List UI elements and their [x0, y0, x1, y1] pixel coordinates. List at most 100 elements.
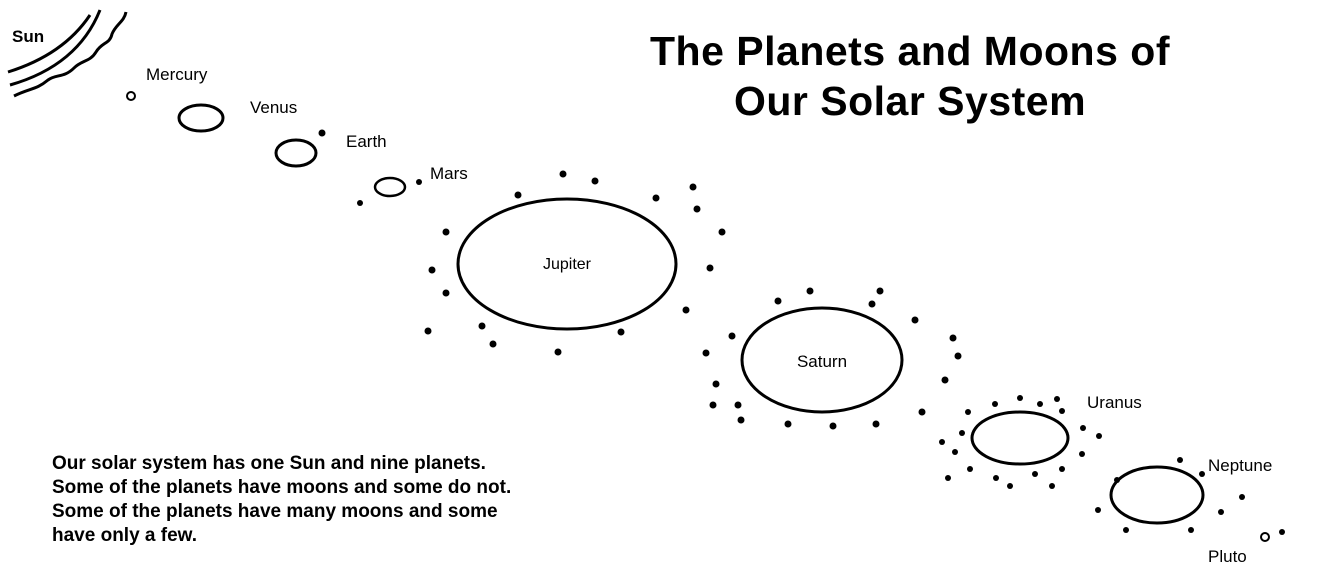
neptune-label: Neptune [1208, 456, 1272, 475]
saturn-moon [868, 300, 876, 308]
saturn-moon [702, 349, 710, 357]
saturn-planet [740, 306, 904, 414]
saturn-moon [712, 380, 720, 388]
mercury-label: Mercury [146, 65, 208, 84]
neptune-planet [1109, 465, 1205, 525]
jupiter-moon [478, 322, 486, 330]
jupiter-moon [617, 328, 625, 336]
neptune-moons [1095, 457, 1245, 533]
neptune-moon [1095, 507, 1101, 513]
saturn-moon [918, 408, 926, 416]
saturn-moon [774, 297, 782, 305]
jupiter-moon [428, 266, 436, 274]
uranus-moon [1080, 425, 1086, 431]
mars-planet [373, 176, 407, 198]
jupiter-moon [689, 183, 697, 191]
uranus-planet [970, 410, 1070, 466]
saturn-moon [806, 287, 814, 295]
jupiter-moon [682, 306, 690, 314]
neptune-moon [1114, 477, 1120, 483]
saturn-moon [911, 316, 919, 324]
neptune-moon [1123, 527, 1129, 533]
sun-label: Sun [12, 27, 44, 46]
venus-label: Venus [250, 98, 297, 117]
saturn-moon [709, 401, 717, 409]
saturn-label: Saturn [797, 352, 847, 371]
mercury-planet [126, 91, 136, 101]
mars-moon [416, 179, 422, 185]
saturn-moon [872, 420, 880, 428]
uranus-moon [1037, 401, 1043, 407]
uranus-moon [1059, 408, 1065, 414]
title-line-1: The Planets and Moons of [650, 28, 1170, 74]
uranus-moon [992, 401, 998, 407]
saturn-moon [954, 352, 962, 360]
mars-label: Mars [430, 164, 468, 183]
caption-line: Some of the planets have many moons and … [52, 501, 498, 522]
caption-line: have only a few. [52, 525, 198, 546]
jupiter-moon [514, 191, 522, 199]
jupiter-label: Jupiter [543, 256, 592, 273]
jupiter-moon [693, 205, 701, 213]
caption-text: Our solar system has one Sun and nine pl… [52, 452, 772, 548]
neptune-moon [1239, 494, 1245, 500]
neptune-moon [1188, 527, 1194, 533]
saturn-moon [829, 422, 837, 430]
earth-label: Earth [346, 132, 387, 151]
uranus-moon [993, 475, 999, 481]
jupiter-moon [554, 348, 562, 356]
saturn-moon [876, 287, 884, 295]
uranus-moon [1059, 466, 1065, 472]
neptune-moon [1218, 509, 1224, 515]
uranus-moon [1096, 433, 1102, 439]
uranus-moon [1032, 471, 1038, 477]
caption-line: Some of the planets have moons and some … [52, 477, 512, 498]
jupiter-planet [456, 197, 678, 331]
jupiter-moon [652, 194, 660, 202]
uranus-moon [952, 449, 958, 455]
uranus-moon [1054, 396, 1060, 402]
neptune-moon [1177, 457, 1183, 463]
jupiter-moon [718, 228, 726, 236]
earth-moon [318, 129, 326, 137]
mars-moon [357, 200, 363, 206]
uranus-moon [1079, 451, 1085, 457]
uranus-moon [945, 475, 951, 481]
caption-line: Our solar system has one Sun and nine pl… [52, 453, 486, 474]
uranus-moon [959, 430, 965, 436]
saturn-moon [737, 416, 745, 424]
venus-planet [177, 103, 225, 133]
uranus-moon [965, 409, 971, 415]
uranus-moon [967, 466, 973, 472]
pluto-planet [1260, 532, 1270, 542]
jupiter-moon [442, 289, 450, 297]
saturn-moons [702, 287, 962, 430]
uranus-moon [939, 439, 945, 445]
jupiter-moon [706, 264, 714, 272]
jupiter-moon [442, 228, 450, 236]
saturn-moon [784, 420, 792, 428]
earth-planet [274, 138, 318, 168]
pluto-moon [1279, 529, 1285, 535]
uranus-moon [1049, 483, 1055, 489]
saturn-moon [941, 376, 949, 384]
saturn-moon [949, 334, 957, 342]
jupiter-moons [424, 170, 726, 356]
jupiter-moon [489, 340, 497, 348]
uranus-moons [939, 395, 1102, 489]
diagram-title: The Planets and Moons of Our Solar Syste… [520, 26, 1300, 126]
uranus-moon [1017, 395, 1023, 401]
sun-edge [7, 9, 128, 98]
jupiter-moon [591, 177, 599, 185]
uranus-label: Uranus [1087, 393, 1142, 412]
pluto-label: Pluto [1208, 547, 1247, 565]
saturn-moon [728, 332, 736, 340]
uranus-moon [1007, 483, 1013, 489]
jupiter-moon [559, 170, 567, 178]
title-line-2: Our Solar System [733, 78, 1087, 124]
jupiter-moon [424, 327, 432, 335]
saturn-moon [734, 401, 742, 409]
neptune-moon [1199, 471, 1205, 477]
